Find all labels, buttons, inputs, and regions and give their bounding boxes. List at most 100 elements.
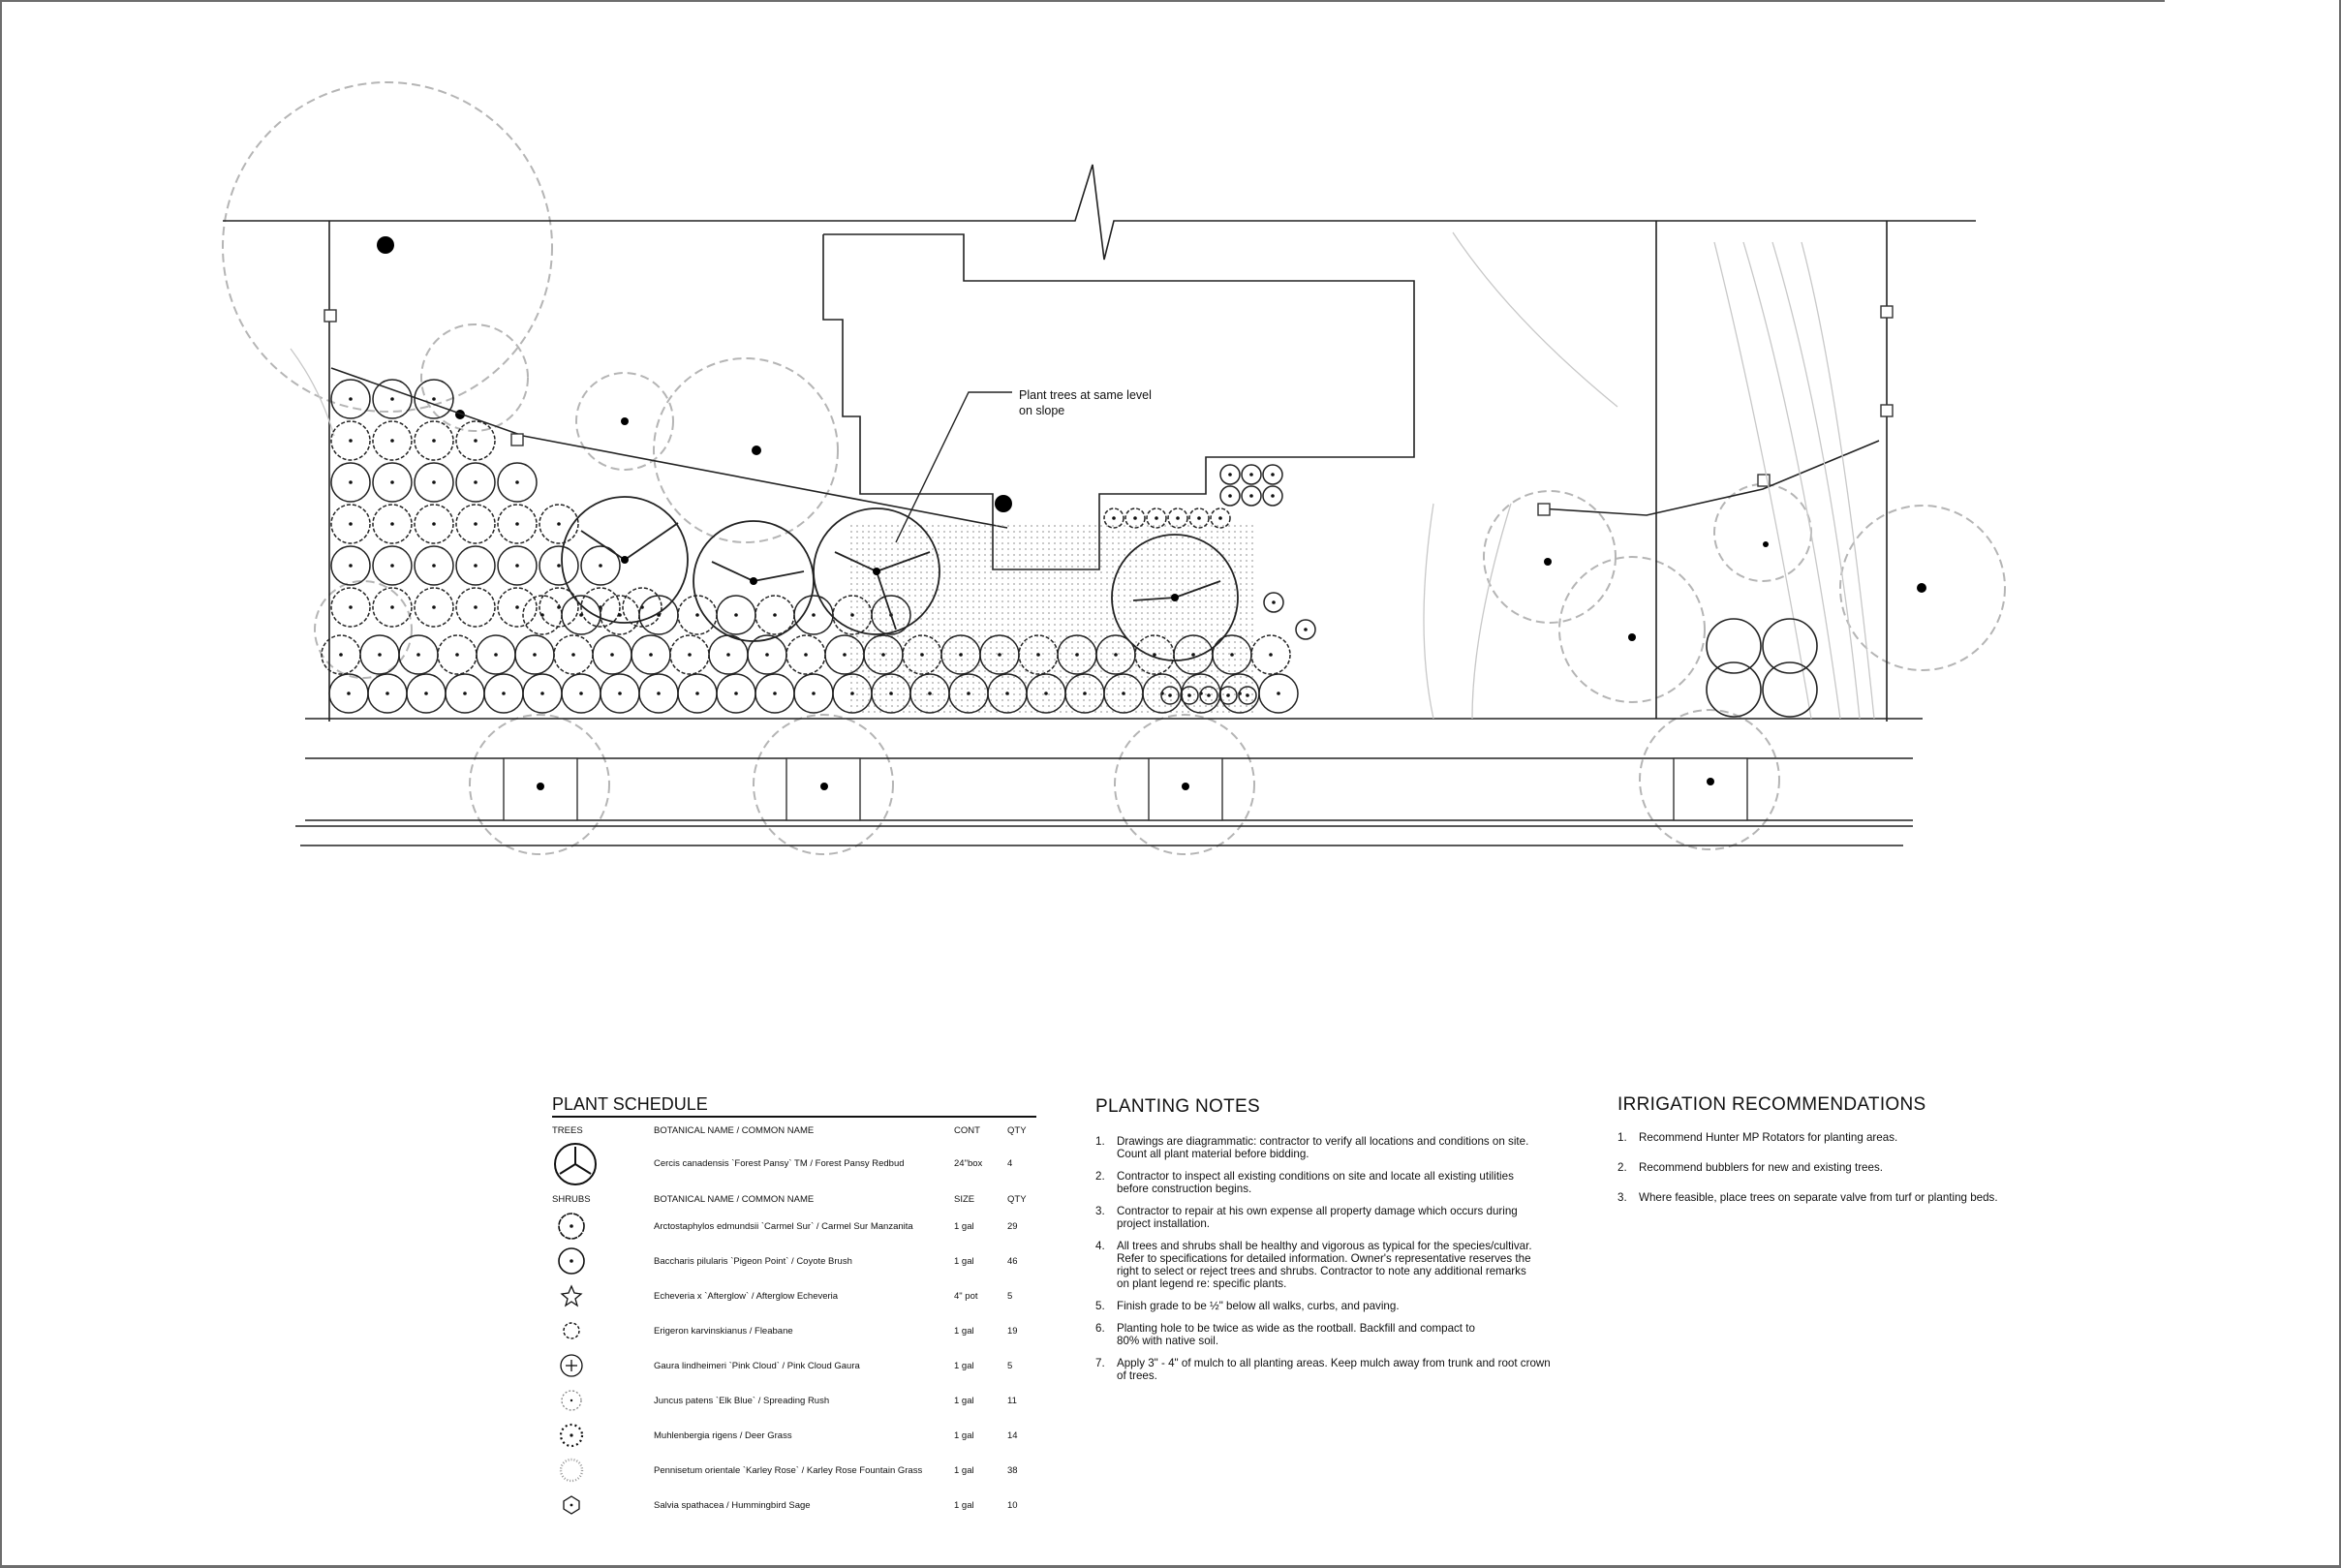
fleabane-icon bbox=[563, 1322, 580, 1339]
shrub-center-dot bbox=[378, 653, 382, 657]
shrub-symbol bbox=[497, 462, 538, 503]
irrigation-list: 1.Recommend Hunter MP Rotators for plant… bbox=[1617, 1131, 2121, 1214]
shrub-symbol bbox=[1262, 464, 1283, 485]
shrub-center-dot bbox=[1153, 653, 1156, 657]
shrub-symbol bbox=[1295, 619, 1316, 640]
shrub-symbol bbox=[1160, 686, 1180, 705]
shrub-symbol bbox=[1219, 464, 1241, 485]
shrub-center-dot bbox=[812, 692, 816, 695]
shrub-symbol bbox=[539, 587, 579, 628]
note-number: 3. bbox=[1095, 1205, 1105, 1217]
shrub-center-dot bbox=[959, 653, 963, 657]
note-line: Count all plant material before bidding. bbox=[1117, 1148, 1309, 1160]
shrub-center-dot bbox=[773, 613, 777, 617]
shrub-center-dot bbox=[579, 613, 583, 617]
shrub-center-dot bbox=[390, 522, 394, 526]
shrub-symbol bbox=[455, 462, 496, 503]
note-line: 80% with native soil. bbox=[1117, 1335, 1219, 1347]
schedule-title-rule bbox=[552, 1116, 1036, 1118]
site-plan bbox=[222, 81, 2006, 855]
shrub-center-dot bbox=[1155, 516, 1158, 520]
sheet-border-right bbox=[2339, 0, 2341, 1568]
gaura-icon bbox=[560, 1354, 583, 1377]
note-line: Apply 3" - 4" of mulch to all planting a… bbox=[1117, 1357, 1551, 1369]
schedule-row-shrub: Erigeron karvinskianus / Fleabane 1 gal … bbox=[552, 1314, 1036, 1347]
shrubs-name-header: BOTANICAL NAME / COMMON NAME bbox=[654, 1194, 815, 1205]
shrub-center-dot bbox=[1269, 653, 1273, 657]
schedule-row-shrub: Pennisetum orientale `Karley Rose` / Kar… bbox=[552, 1454, 1036, 1487]
shrub-symbol bbox=[455, 587, 496, 628]
shrub-center-dot bbox=[432, 480, 436, 484]
note-number: 6. bbox=[1095, 1322, 1105, 1335]
schedule-row-tree: Cercis canadensis `Forest Pansy` TM / Fo… bbox=[552, 1141, 1036, 1187]
shrub-center-dot bbox=[1271, 494, 1275, 498]
shrub-center-dot bbox=[463, 692, 467, 695]
shrub-qty: 5 bbox=[1007, 1361, 1013, 1371]
shrub-center-dot bbox=[390, 439, 394, 443]
note-number: 2. bbox=[1095, 1170, 1105, 1183]
shrub-center-dot bbox=[390, 397, 394, 401]
schedule-row-shrub: Echeveria x `Afterglow` / Afterglow Eche… bbox=[552, 1279, 1036, 1312]
shrub-symbol bbox=[1210, 507, 1231, 529]
callout-leader bbox=[895, 391, 1012, 543]
shrub-center-dot bbox=[889, 692, 893, 695]
shrub-center-dot bbox=[533, 653, 537, 657]
shrub-center-dot bbox=[1226, 693, 1230, 697]
redbud-tree bbox=[561, 496, 689, 624]
planting-notes-title: PLANTING NOTES bbox=[1095, 1096, 1260, 1117]
shrub-name: Erigeron karvinskianus / Fleabane bbox=[654, 1326, 793, 1337]
irrigation-text: Where feasible, place trees on separate … bbox=[1639, 1191, 1998, 1204]
shrub-symbol bbox=[330, 462, 371, 503]
shrub-symbol bbox=[1250, 634, 1291, 675]
irrigation-title: IRRIGATION RECOMMENDATIONS bbox=[1617, 1094, 1926, 1115]
shrub-size: 4" pot bbox=[954, 1291, 978, 1302]
shrub-symbol bbox=[1180, 686, 1199, 705]
shrub-center-dot bbox=[515, 605, 519, 609]
planting-note: 1.Drawings are diagrammatic: contractor … bbox=[1095, 1135, 1599, 1160]
note-number: 4. bbox=[1095, 1240, 1105, 1252]
shrub-center-dot bbox=[1168, 693, 1172, 697]
shrubs-size-header: SIZE bbox=[954, 1194, 975, 1205]
shrub-center-dot bbox=[416, 653, 420, 657]
curb-tree-dots bbox=[537, 778, 1714, 790]
shrub-symbol bbox=[455, 504, 496, 544]
shrub-center-dot bbox=[349, 439, 353, 443]
shrub-center-dot bbox=[1271, 473, 1275, 477]
trees-qty-header: QTY bbox=[1007, 1125, 1027, 1136]
existing-tree bbox=[469, 714, 610, 855]
schedule-row-shrub: Muhlenbergia rigens / Deer Grass 1 gal 1… bbox=[552, 1419, 1036, 1452]
trees-category: TREES bbox=[552, 1125, 583, 1136]
shrub-center-dot bbox=[657, 692, 661, 695]
shrub-center-dot bbox=[734, 613, 738, 617]
shrub-size: 1 gal bbox=[954, 1465, 974, 1476]
shrub-name: Baccharis pilularis `Pigeon Point` / Coy… bbox=[654, 1256, 852, 1267]
note-line: Contractor to inspect all existing condi… bbox=[1117, 1170, 1514, 1183]
shrub-center-dot bbox=[688, 653, 692, 657]
sheet-border-bottom bbox=[0, 1565, 2341, 1568]
existing-tree bbox=[1839, 505, 2006, 671]
shrub-symbol bbox=[414, 462, 454, 503]
redbud-tree bbox=[813, 507, 940, 635]
existing-tree bbox=[1483, 490, 1617, 624]
shrub-symbol bbox=[1103, 507, 1124, 529]
shrub-center-dot bbox=[695, 613, 699, 617]
existing-tree bbox=[1713, 483, 1812, 582]
tree-name: Cercis canadensis `Forest Pansy` TM / Fo… bbox=[654, 1158, 905, 1169]
shrub-qty: 19 bbox=[1007, 1326, 1018, 1337]
shrub-center-dot bbox=[1005, 692, 1009, 695]
shrub-center-dot bbox=[1044, 692, 1048, 695]
shrub-symbol bbox=[330, 587, 371, 628]
shrub-symbol bbox=[414, 379, 454, 419]
shrub-size: 1 gal bbox=[954, 1326, 974, 1337]
shrub-symbol bbox=[1241, 485, 1262, 507]
shrub-center-dot bbox=[1277, 692, 1280, 695]
shrub-center-dot bbox=[881, 653, 885, 657]
shrub-symbol bbox=[1146, 507, 1167, 529]
shrub-symbol bbox=[539, 504, 579, 544]
shrub-center-dot bbox=[1249, 473, 1253, 477]
irrigation-number: 2. bbox=[1617, 1161, 1627, 1174]
shrub-symbol bbox=[622, 587, 662, 628]
sage-icon bbox=[563, 1495, 580, 1515]
existing-tree bbox=[575, 372, 674, 471]
shrub-symbol bbox=[330, 545, 371, 586]
